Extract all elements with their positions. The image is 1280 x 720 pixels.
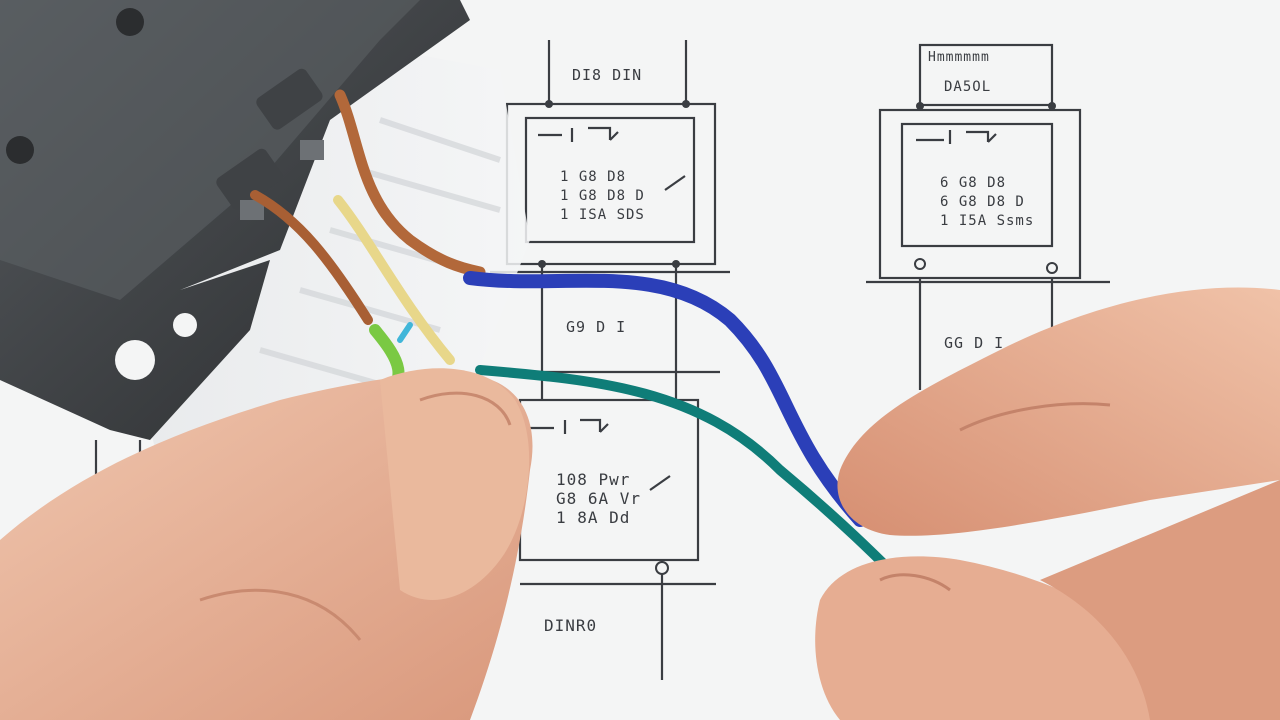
cyan-wire-tip — [397, 322, 413, 343]
left-diagram-box-text: 1 G8 D8 1 G8 D8 D 1 ISA SDS — [560, 169, 645, 223]
electrical-switch — [0, 0, 470, 440]
left-diagram-mid-label: G9 D I — [566, 318, 627, 336]
left-diagram-title: DI8 DIN — [572, 66, 643, 84]
left-hand — [0, 368, 533, 720]
right-hand — [815, 287, 1280, 720]
right-wiring-diagram — [866, 43, 1110, 390]
brown-wire-lower — [250, 190, 373, 325]
right-diagram-title-1: Hmmmmmm — [928, 50, 990, 65]
left-diagram-nodes — [538, 100, 690, 575]
left-diagram-bottom-label: DINR0 — [544, 616, 598, 635]
left-diagram-lower-box-text: 108 Pwr G8 6A Vr 1 8A Dd — [556, 470, 642, 527]
right-diagram-title-2: DA5OL — [944, 79, 992, 95]
right-diagram-box-text: 6 G8 D8 6 G8 D8 D 1 I5A Ssms — [940, 175, 1035, 229]
blue-wire — [463, 271, 867, 527]
right-diagram-nodes — [914, 102, 1058, 274]
right-diagram-mid-label: GG D I — [944, 334, 1005, 352]
teal-wire — [475, 365, 905, 585]
brown-wire-upper — [334, 89, 486, 278]
yellow-wire — [333, 195, 455, 365]
